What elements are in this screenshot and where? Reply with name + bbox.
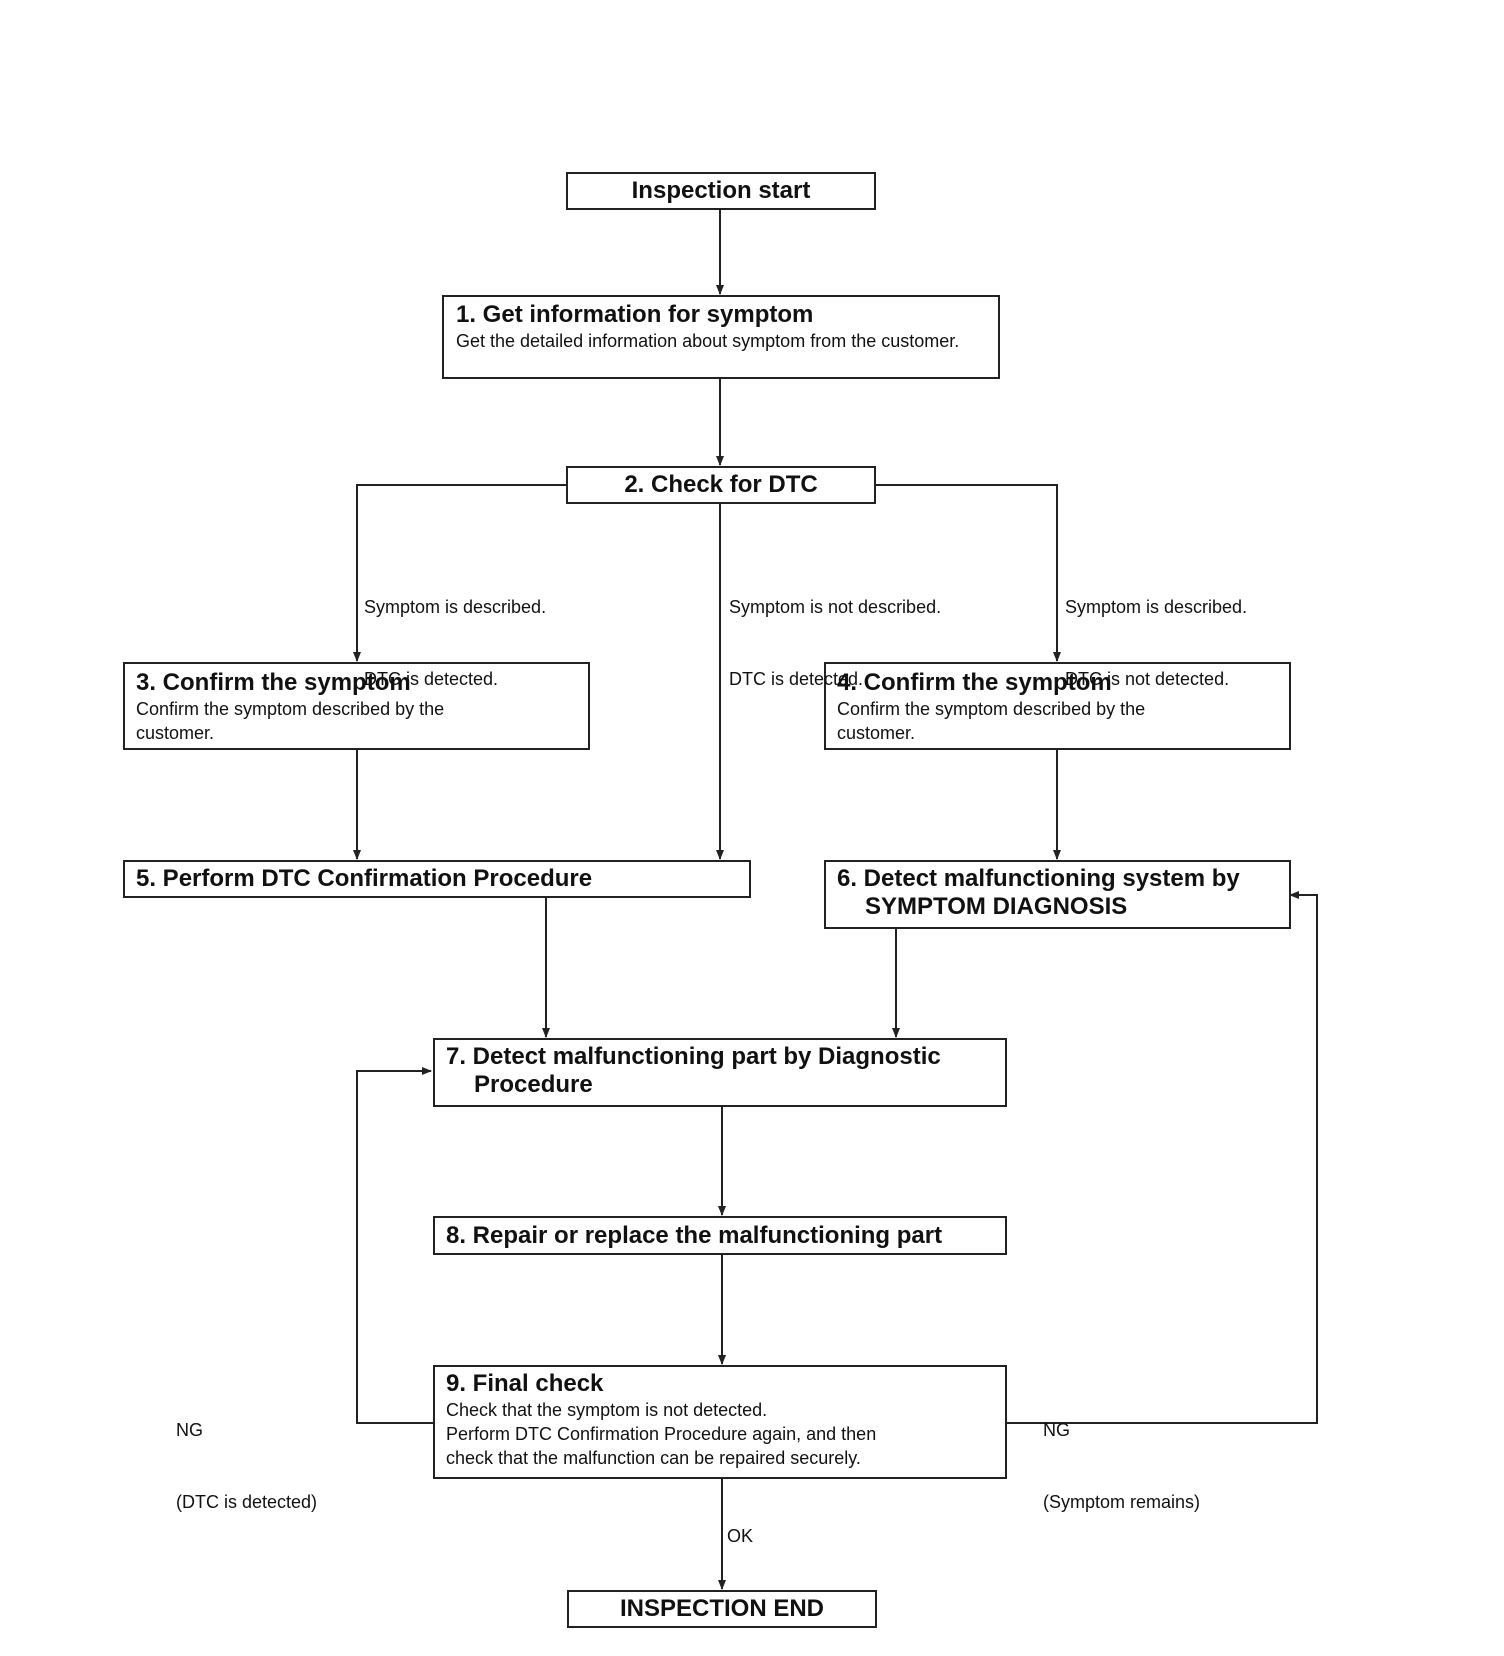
edge-2-to-4 [874, 484, 1061, 662]
node-confirm-symptom-4: 4. Confirm the symptom Confirm the sympt… [824, 662, 1291, 750]
edge-label-ok: OK [727, 1526, 754, 1546]
node-inspection-end-title: INSPECTION END [619, 1595, 825, 1622]
edge-label-right-branch-line1: Symptom is described. [1065, 597, 1248, 617]
node-final-check-title: 9. Final check [446, 1370, 604, 1397]
edge-label-ng-dtc-detected: NG (DTC is detected) [176, 1370, 317, 1538]
node-confirm-symptom-3-title: 3. Confirm the symptom [136, 669, 411, 696]
edge-label-right-branch: Symptom is described. DTC is not detecte… [1065, 547, 1247, 715]
edge-label-ng-symptom-remains-line2: (Symptom remains) [1043, 1492, 1201, 1512]
edge-label-left-branch-line2: DTC is detected. [364, 669, 499, 689]
node-inspection-end: INSPECTION END [567, 1590, 877, 1628]
edge-label-ng-symptom-remains: NG (Symptom remains) [1043, 1370, 1200, 1538]
node-perform-dtc-confirmation: 5. Perform DTC Confirmation Procedure [123, 860, 751, 898]
edge-label-right-branch-line2: DTC is not detected. [1065, 669, 1230, 689]
edge-label-ng-dtc-detected-line1: NG [176, 1420, 203, 1440]
edge-2-to-3 [353, 484, 566, 662]
node-final-check-desc-3: check that the malfunction can be repair… [446, 1448, 861, 1468]
node-inspection-start: Inspection start [566, 172, 876, 210]
edge-9-ng-to-6 [1007, 891, 1318, 1424]
node-detect-malfunctioning-system-title-2: SYMPTOM DIAGNOSIS [865, 893, 1128, 920]
node-detect-malfunctioning-system: 6. Detect malfunctioning system by SYMPT… [824, 860, 1291, 929]
node-check-for-dtc-title: 2. Check for DTC [624, 471, 818, 498]
node-repair-or-replace: 8. Repair or replace the malfunctioning … [433, 1216, 1007, 1255]
node-repair-or-replace-title: 8. Repair or replace the malfunctioning … [446, 1222, 943, 1249]
edge-9-ng-to-7 [356, 1067, 433, 1424]
node-get-information-title: 1. Get information for symptom [456, 301, 814, 328]
node-final-check-desc-2: Perform DTC Confirmation Procedure again… [446, 1424, 877, 1444]
node-confirm-symptom-4-title: 4. Confirm the symptom [837, 669, 1112, 696]
node-detect-malfunctioning-part-title-1: 7. Detect malfunctioning part by Diagnos… [446, 1043, 941, 1070]
edge-label-middle-branch-line2: DTC is detected. [729, 669, 864, 689]
node-confirm-symptom-4-desc: Confirm the symptom described by the cus… [837, 699, 1146, 743]
node-final-check-desc-1: Check that the symptom is not detected. [446, 1400, 768, 1420]
node-detect-malfunctioning-system-title-1: 6. Detect malfunctioning system by [837, 865, 1240, 892]
node-final-check: 9. Final check Check that the symptom is… [433, 1365, 1007, 1479]
node-detect-malfunctioning-part-title-2: Procedure [474, 1071, 593, 1098]
node-check-for-dtc: 2. Check for DTC [566, 466, 876, 504]
node-inspection-start-title: Inspection start [631, 177, 811, 204]
edge-label-left-branch: Symptom is described. DTC is detected. [364, 547, 546, 715]
edge-label-ng-dtc-detected-line2: (DTC is detected) [176, 1492, 318, 1512]
edge-label-middle-branch-line1: Symptom is not described. [729, 597, 942, 617]
node-confirm-symptom-3: 3. Confirm the symptom Confirm the sympt… [123, 662, 590, 750]
edge-label-middle-branch: Symptom is not described. DTC is detecte… [729, 547, 941, 715]
node-get-information: 1. Get information for symptom Get the d… [442, 295, 1000, 379]
node-detect-malfunctioning-part: 7. Detect malfunctioning part by Diagnos… [433, 1038, 1007, 1107]
node-perform-dtc-confirmation-title: 5. Perform DTC Confirmation Procedure [136, 865, 593, 892]
node-confirm-symptom-3-desc: Confirm the symptom described by the cus… [136, 699, 445, 743]
edge-label-ng-symptom-remains-line1: NG [1043, 1420, 1070, 1440]
edge-label-left-branch-line1: Symptom is described. [364, 597, 547, 617]
node-get-information-desc: Get the detailed information about sympt… [456, 331, 960, 351]
